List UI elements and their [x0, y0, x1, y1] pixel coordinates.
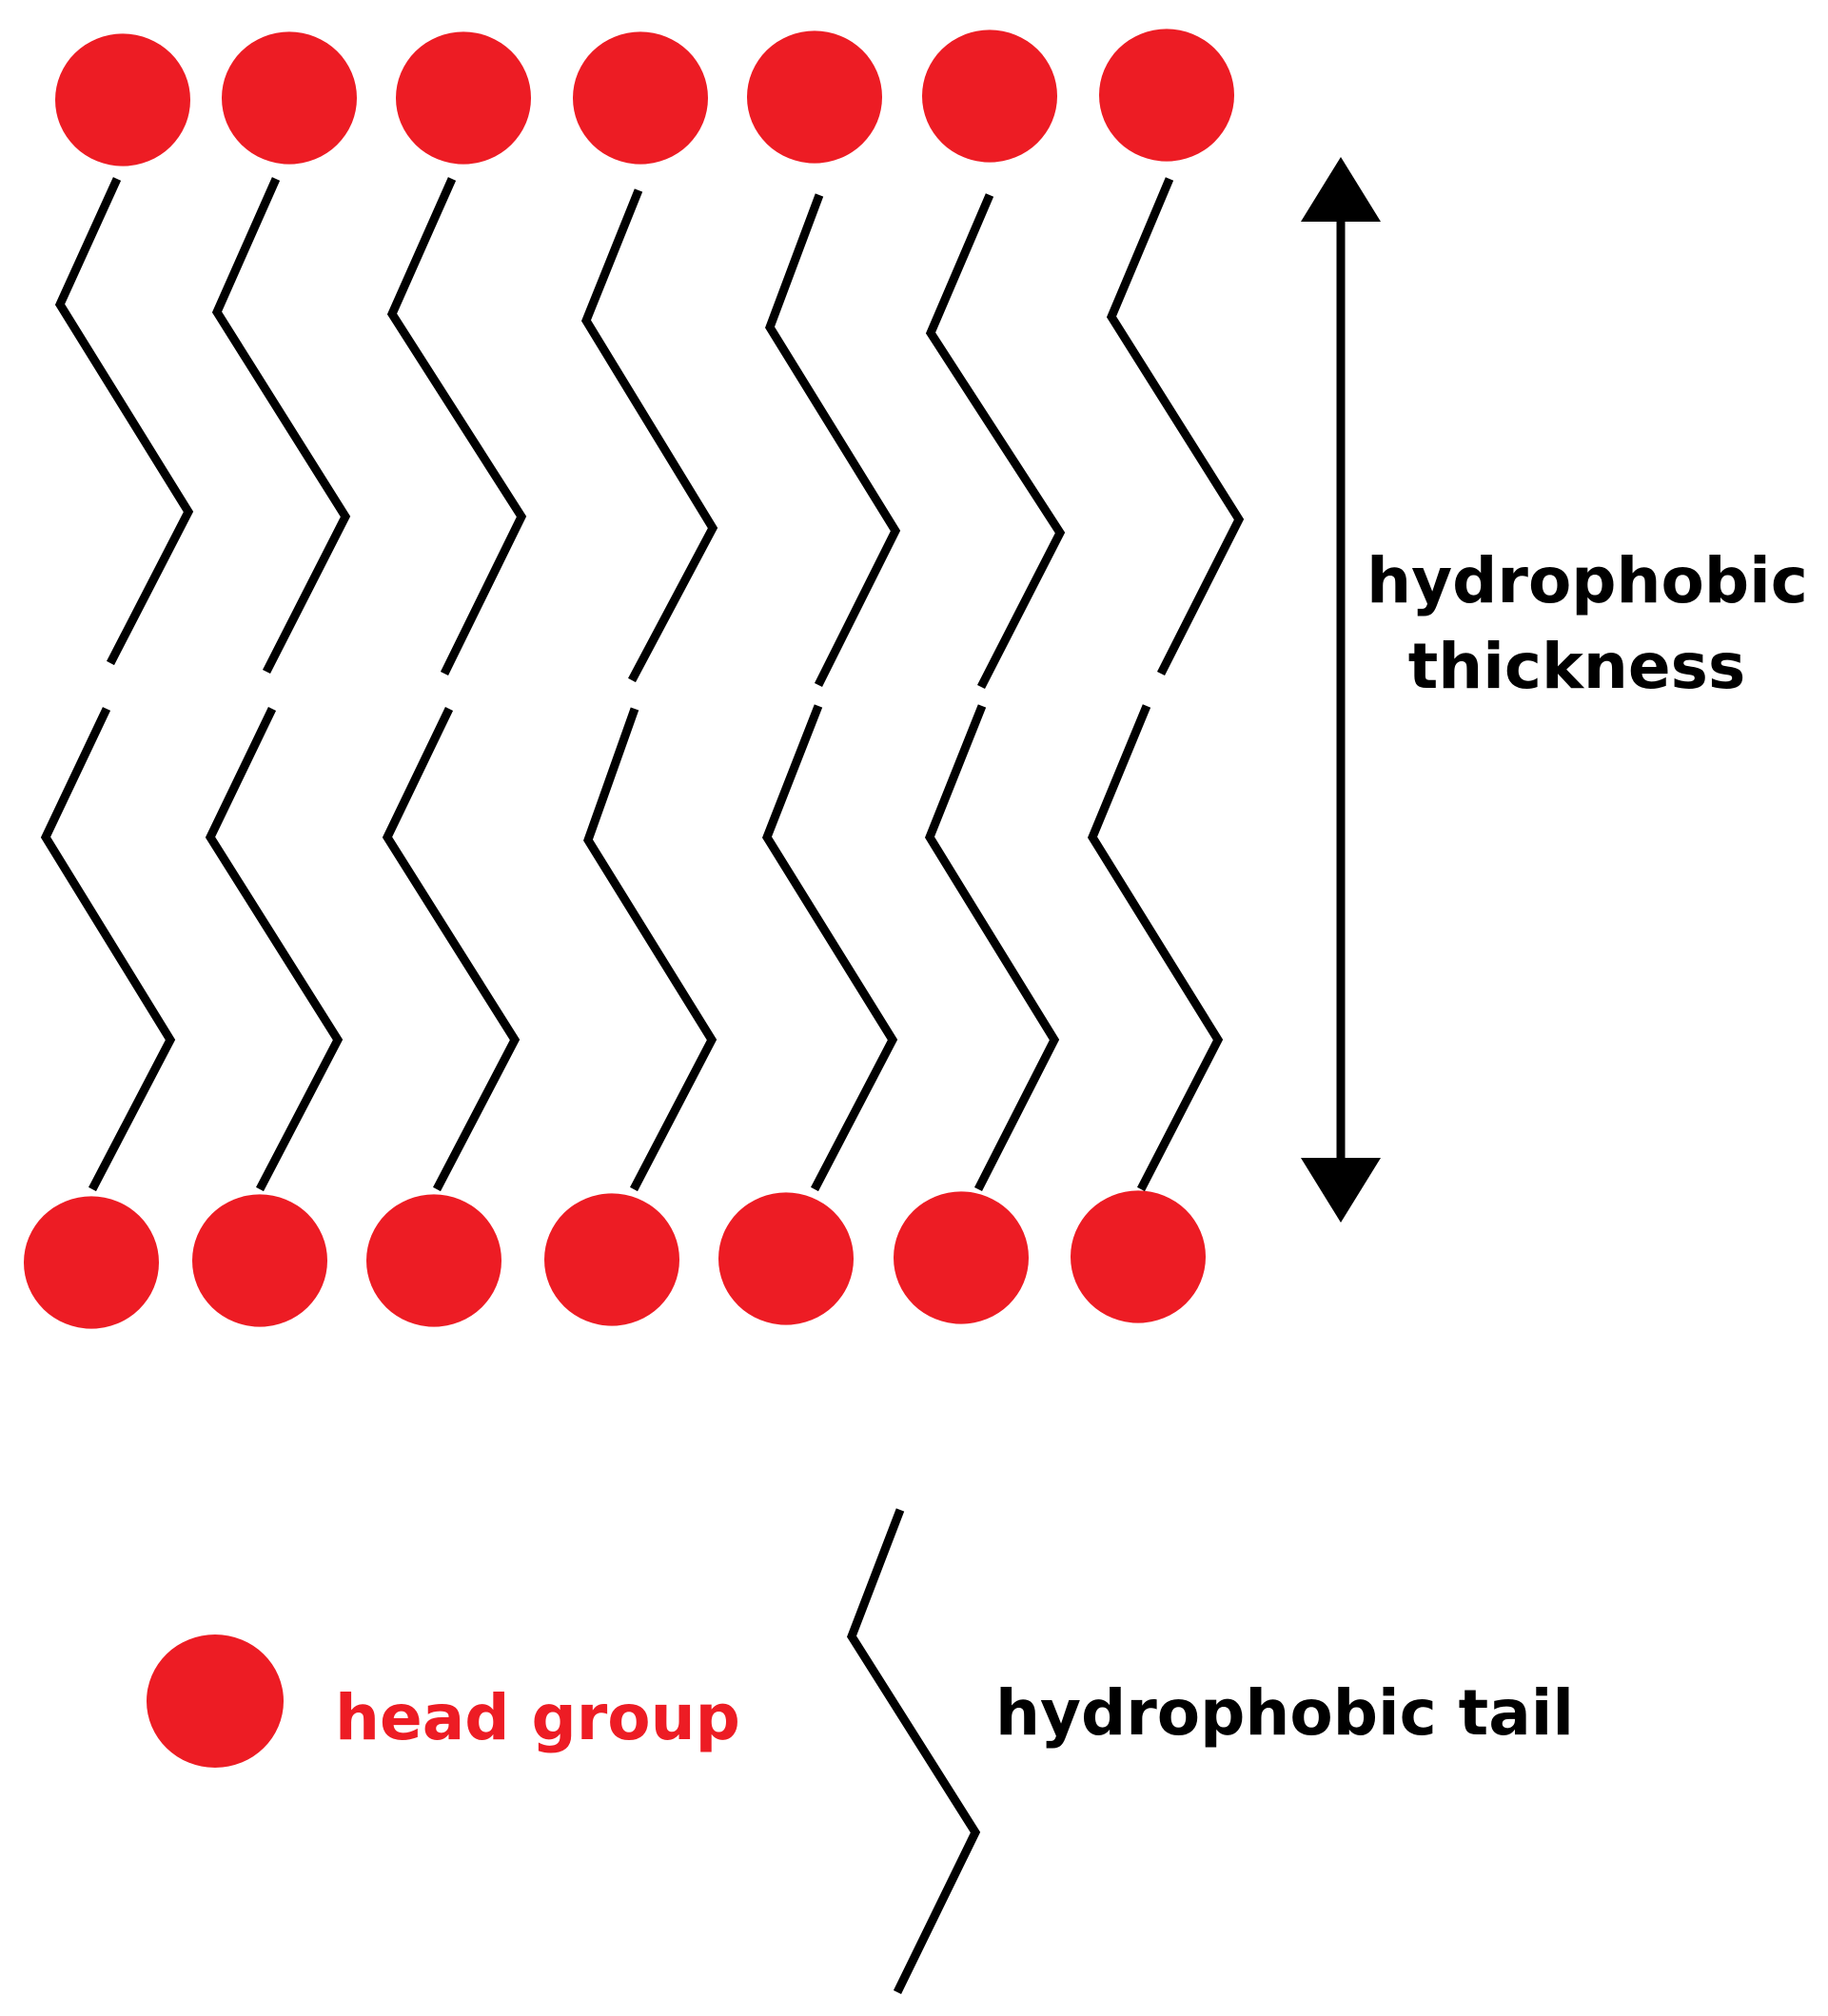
- hydrophobic-tail: [40, 707, 176, 1192]
- hydrophobic-tail: [765, 193, 901, 688]
- thickness-label-line2: thickness: [1408, 630, 1746, 703]
- head-group: [573, 31, 708, 165]
- double-arrow-icon: [1301, 157, 1381, 1223]
- head-group-icon: [147, 1634, 284, 1768]
- head-group: [222, 31, 357, 165]
- head-group: [366, 1194, 501, 1327]
- hydrophobic-tail: [205, 707, 344, 1192]
- thickness-label-line1: hydrophobic: [1366, 544, 1808, 617]
- legend-tail-label: hydrophobic tail: [995, 1676, 1574, 1750]
- legend-head-label: head group: [335, 1681, 740, 1754]
- hydrophobic-tail: [761, 704, 898, 1192]
- bottom-leaflet-tails: [40, 704, 1224, 1192]
- head-group: [894, 1191, 1029, 1324]
- bottom-leaflet-heads: [24, 1190, 1206, 1329]
- legend: head group hydrophobic tail: [147, 1508, 1574, 1994]
- head-group: [396, 31, 531, 165]
- head-group: [1071, 1190, 1206, 1323]
- hydrophobic-tail: [54, 177, 194, 666]
- hydrophobic-tail: [386, 177, 527, 675]
- top-leaflet-heads: [55, 29, 1234, 166]
- head-group: [1099, 29, 1234, 162]
- hydrophobic-tail: [382, 707, 521, 1192]
- head-group: [24, 1196, 159, 1329]
- head-group: [192, 1194, 327, 1327]
- head-group: [747, 30, 882, 164]
- hydrophobic-tail: [580, 188, 718, 683]
- hydrophobic-tail: [925, 193, 1066, 690]
- head-group: [55, 33, 190, 166]
- head-group: [922, 29, 1057, 163]
- head-group: [544, 1193, 679, 1326]
- hydrophobic-tail: [211, 177, 351, 675]
- hydrophobic-tail: [583, 707, 717, 1192]
- top-leaflet-tails: [54, 177, 1245, 690]
- head-group: [718, 1192, 854, 1325]
- hydrophobic-tail: [924, 704, 1060, 1192]
- hydrophobic-tail: [1106, 177, 1245, 676]
- hydrophobic-tail-icon: [846, 1508, 981, 1994]
- hydrophobic-tail: [1087, 704, 1224, 1192]
